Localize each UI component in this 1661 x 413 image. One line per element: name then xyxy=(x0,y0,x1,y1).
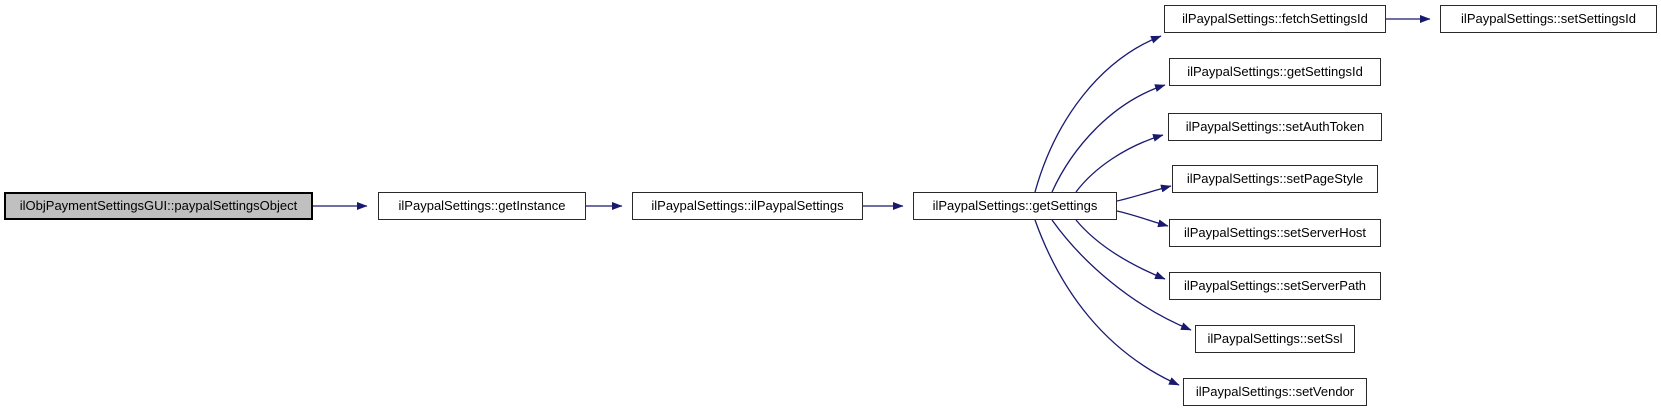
node-paypalSettingsObject: ilObjPaymentSettingsGUI::paypalSettingsO… xyxy=(4,192,313,220)
node-ilPaypalSettings[interactable]: ilPaypalSettings::ilPaypalSettings xyxy=(632,192,863,220)
node-getInstance[interactable]: ilPaypalSettings::getInstance xyxy=(378,192,586,220)
edge-getSettings-setSsl xyxy=(1051,219,1192,331)
node-getSettings[interactable]: ilPaypalSettings::getSettings xyxy=(913,192,1117,220)
node-setAuthToken[interactable]: ilPaypalSettings::setAuthToken xyxy=(1168,113,1382,141)
node-setVendor[interactable]: ilPaypalSettings::setVendor xyxy=(1183,378,1367,406)
edge-getSettings-getSettingsId xyxy=(1051,84,1166,193)
node-setSettingsId[interactable]: ilPaypalSettings::setSettingsId xyxy=(1440,5,1657,33)
edge-getSettings-setVendor xyxy=(1034,219,1180,386)
node-setPageStyle[interactable]: ilPaypalSettings::setPageStyle xyxy=(1172,165,1378,193)
node-fetchSettingsId[interactable]: ilPaypalSettings::fetchSettingsId xyxy=(1164,5,1386,33)
node-setSsl[interactable]: ilPaypalSettings::setSsl xyxy=(1195,325,1355,353)
node-getSettingsId[interactable]: ilPaypalSettings::getSettingsId xyxy=(1169,58,1381,86)
node-setServerPath[interactable]: ilPaypalSettings::setServerPath xyxy=(1169,272,1381,300)
edge-getSettings-setAuthToken xyxy=(1075,134,1164,193)
edge-getSettings-setPageStyle xyxy=(1116,184,1172,202)
edge-getSettings-fetchSettingsId xyxy=(1034,35,1162,193)
node-setServerHost[interactable]: ilPaypalSettings::setServerHost xyxy=(1169,219,1381,247)
edge-getSettings-setServerPath xyxy=(1075,219,1166,280)
edge-getSettings-setServerHost xyxy=(1116,210,1169,228)
